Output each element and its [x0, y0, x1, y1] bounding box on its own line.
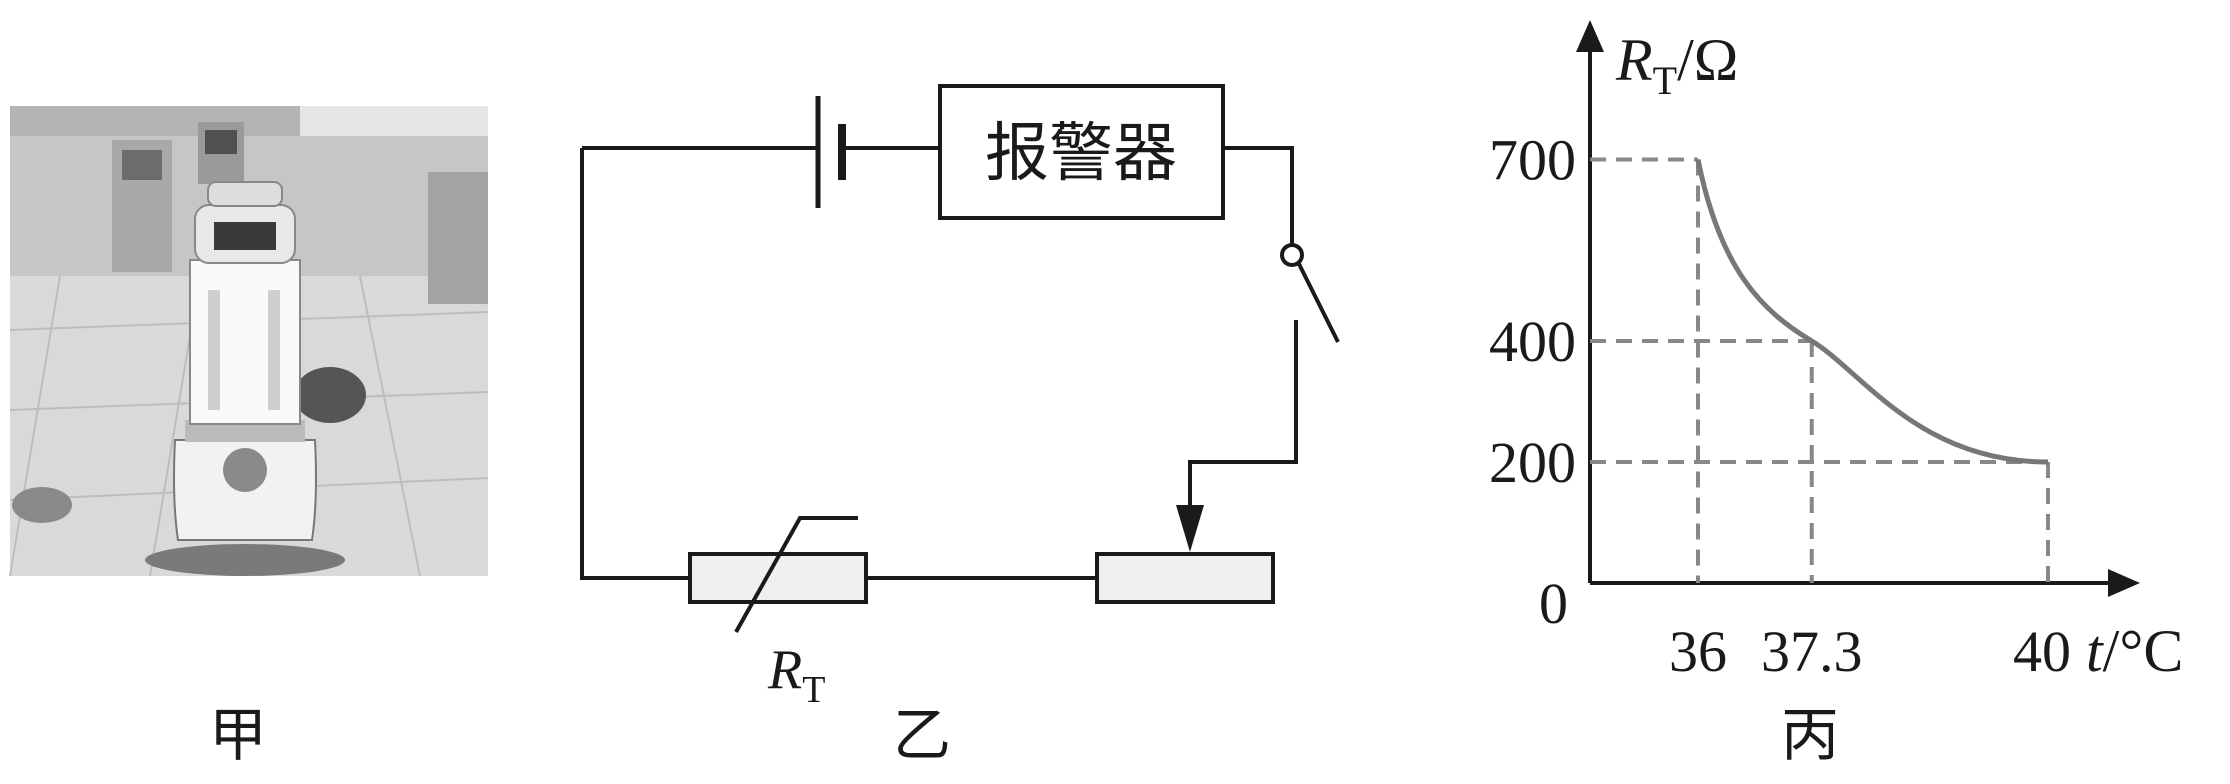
x-axis-symbol: t — [2086, 618, 2104, 684]
y-axis-title: RT/Ω — [1615, 27, 1738, 103]
y-axis-subscript: T — [1653, 58, 1677, 103]
alarm-box — [938, 84, 1225, 220]
rt-curve — [1695, 159, 2049, 465]
panel-jia: 甲 — [9, 106, 489, 768]
y-tick-label: 200 — [1489, 430, 1576, 495]
caption-yi: 乙 — [893, 703, 951, 768]
x-axis-unit: /°C — [2103, 618, 2184, 684]
switch-symbol — [1280, 243, 1340, 343]
x-tick-label: 36 — [1669, 619, 1727, 684]
y-axis-unit: /Ω — [1677, 27, 1738, 93]
robot-photo — [9, 106, 489, 577]
panel-bing-chart: 36 37.3 40 200 400 700 0 RT/Ω t/°C — [1489, 20, 2183, 684]
battery-symbol — [815, 96, 846, 208]
y-axis-symbol: R — [1615, 27, 1653, 93]
alarm-label: 报警器 — [985, 118, 1177, 189]
x-tick-label: 37.3 — [1761, 619, 1863, 684]
circuit-wires — [580, 146, 1298, 580]
x-axis-arrow — [2108, 569, 2140, 597]
caption-bing: 丙 — [1781, 703, 1839, 768]
thermistor-symbol — [688, 516, 868, 633]
y-tick-label: 400 — [1489, 309, 1576, 374]
x-axis-title: t/°C — [2086, 618, 2183, 684]
panel-yi — [580, 84, 1340, 633]
resistor-symbol: R — [767, 639, 802, 701]
y-tick-label: 700 — [1489, 128, 1576, 193]
origin-label: 0 — [1539, 571, 1568, 636]
y-axis-arrow — [1576, 20, 1604, 52]
x-tick-label: 40 — [2013, 619, 2071, 684]
rheostat-symbol — [1095, 505, 1275, 604]
resistor-label: RT — [767, 639, 825, 711]
resistor-subscript: T — [802, 669, 825, 711]
caption-jia: 甲 — [209, 703, 267, 768]
